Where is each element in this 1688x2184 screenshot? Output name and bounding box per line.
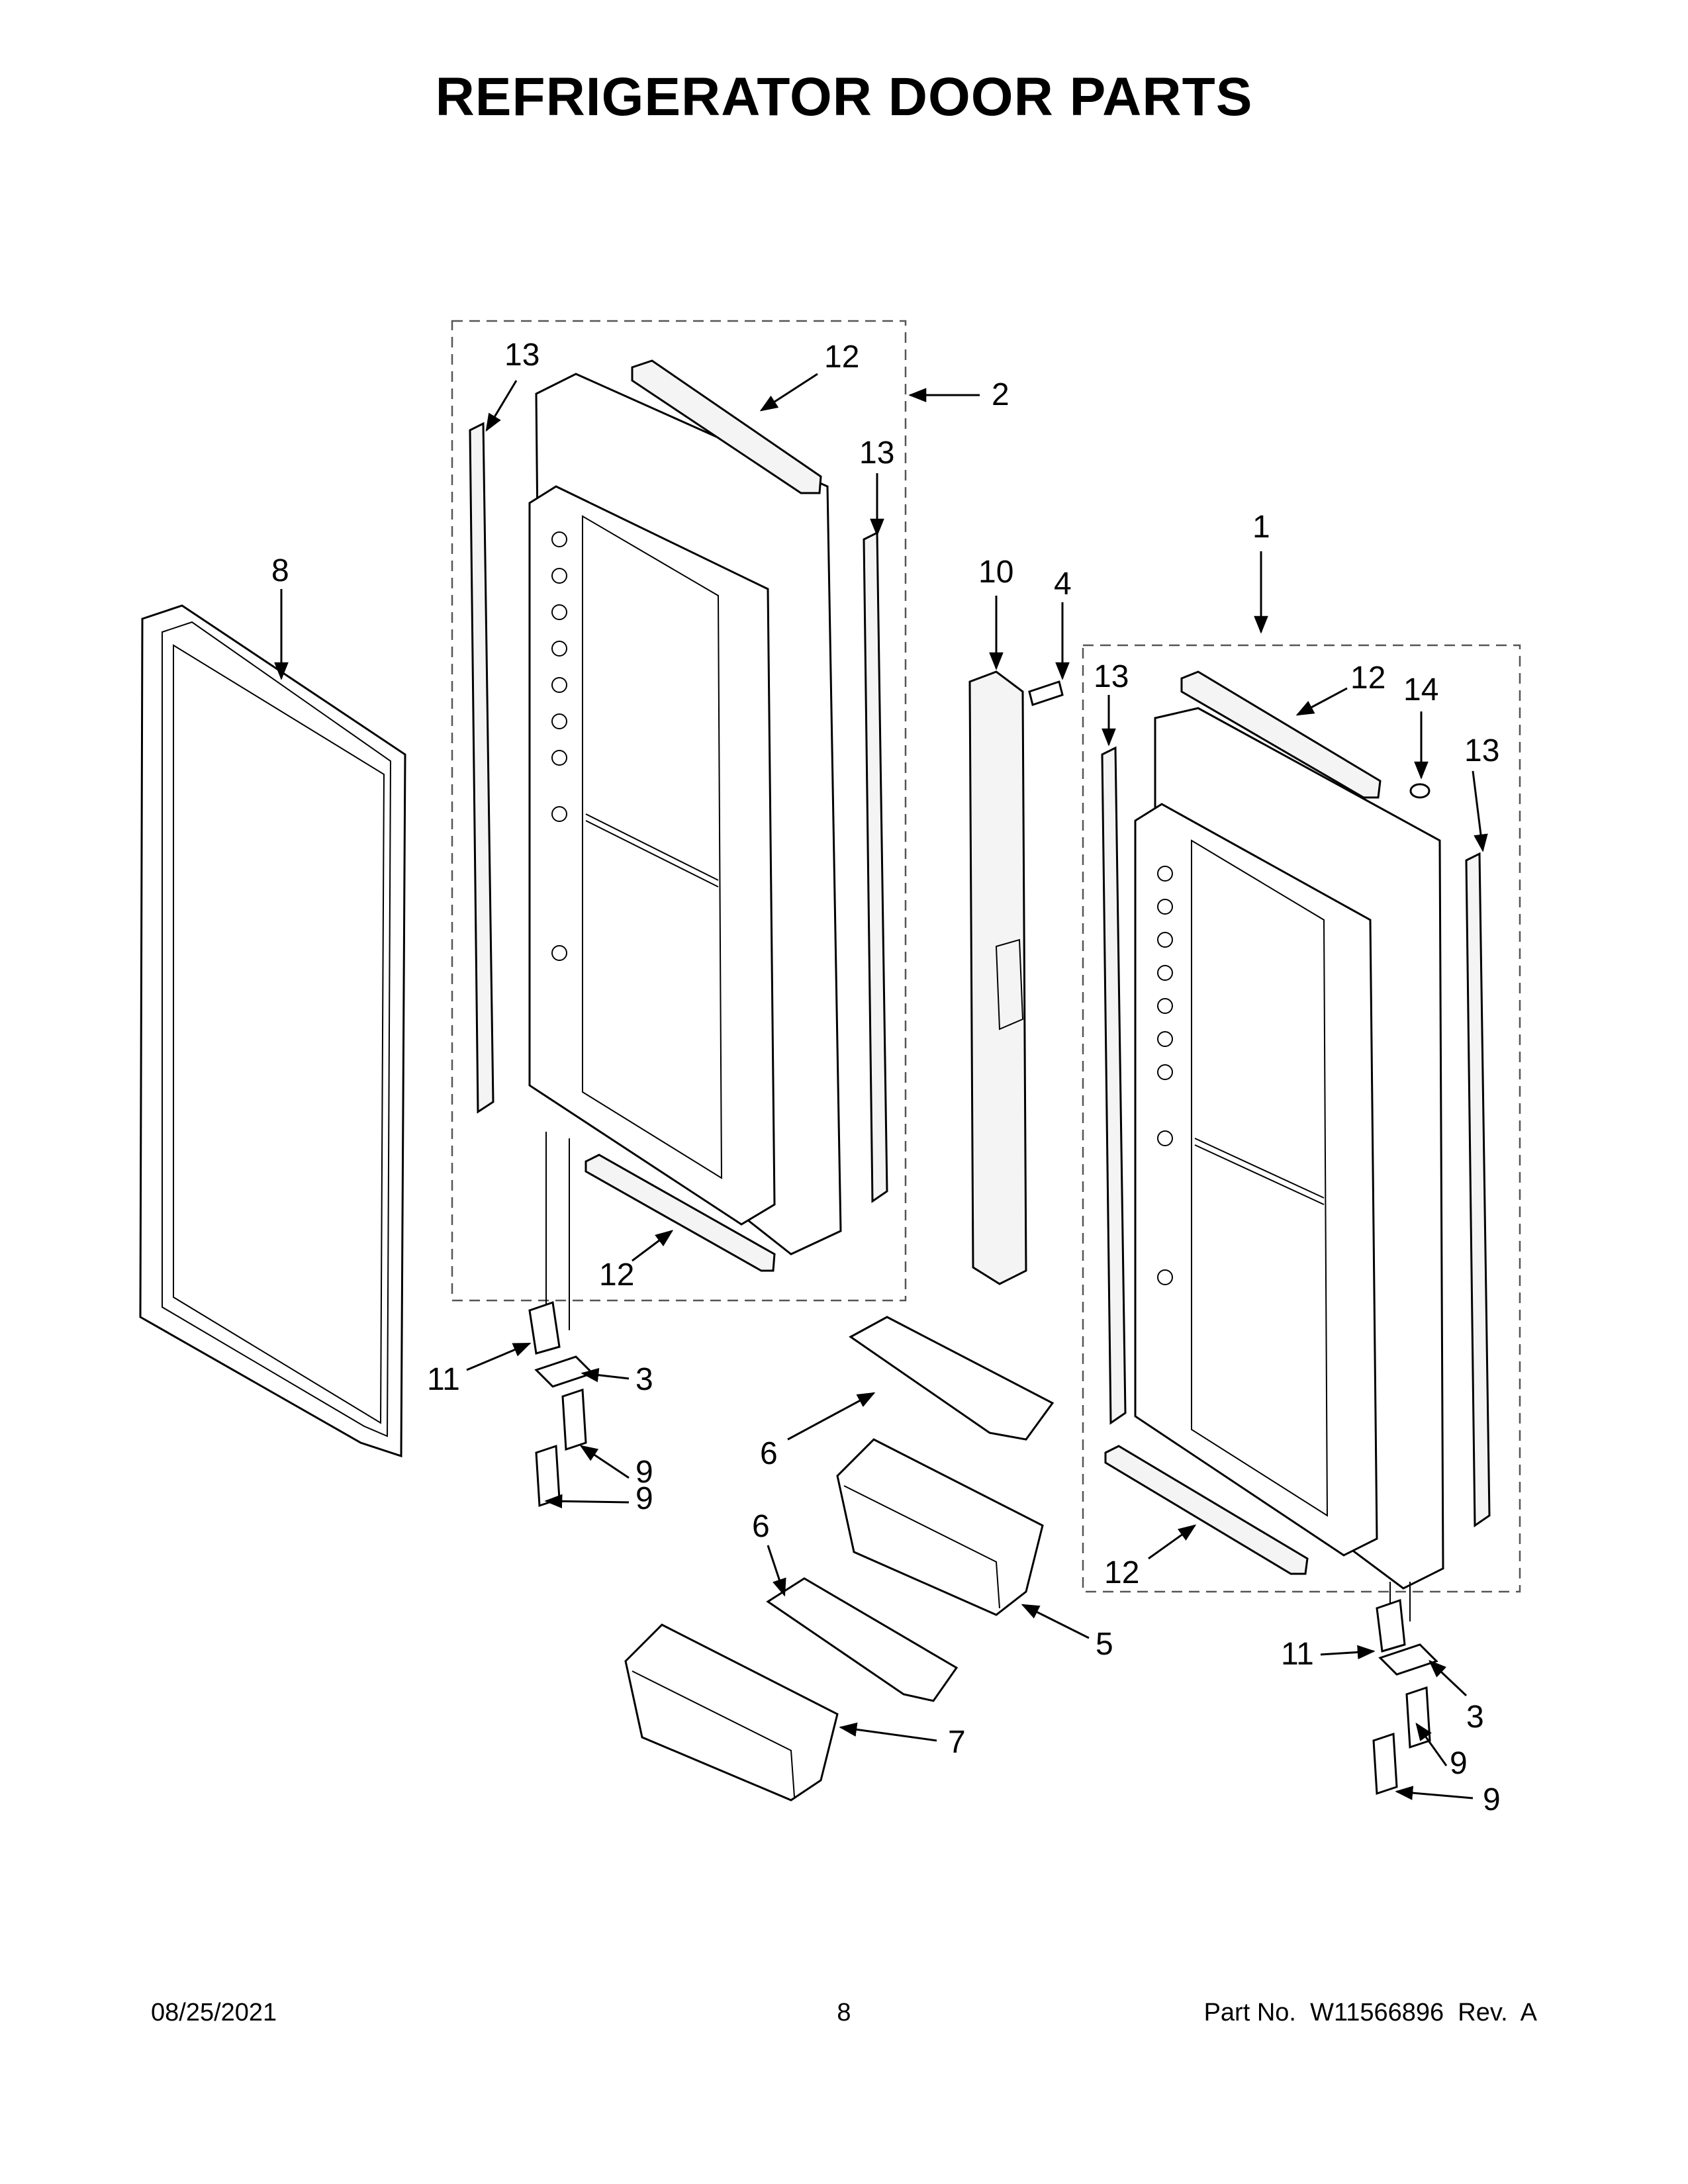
callout-13-left-outer: 13 xyxy=(504,338,539,373)
right-door-side-strip-right xyxy=(1465,852,1491,1527)
left-door-side-strip-left xyxy=(469,422,494,1114)
footer-date: 08/25/2021 xyxy=(151,1999,277,2026)
door-bin-part-5 xyxy=(836,1438,1044,1616)
left-hinge-pin-part-11 xyxy=(528,1300,561,1355)
callout-12-right-top: 12 xyxy=(1350,660,1385,696)
right-hinge-screw-lower-part-9 xyxy=(1372,1732,1398,1796)
callout-9-right-upper: 9 xyxy=(1450,1746,1468,1781)
right-hinge-pin-part-11 xyxy=(1376,1598,1406,1653)
callout-1: 1 xyxy=(1252,510,1270,545)
callout-14: 14 xyxy=(1403,672,1438,707)
callout-9-right-lower: 9 xyxy=(1483,1782,1501,1817)
right-door-assembly-box xyxy=(1082,644,1521,1593)
callout-6-lower: 6 xyxy=(752,1509,770,1544)
page-title: REFRIGERATOR DOOR PARTS xyxy=(435,67,1253,127)
footer-page-number: 8 xyxy=(837,1999,851,2026)
callout-12-right-bottom: 12 xyxy=(1104,1555,1139,1590)
door-shelf-upper-part-6 xyxy=(849,1316,1055,1441)
door-bin-part-7 xyxy=(624,1623,839,1801)
callout-13-right-inner: 13 xyxy=(1094,659,1129,694)
door-shelf-lower-part-6 xyxy=(766,1577,959,1702)
mullion-screw-part-4 xyxy=(1028,680,1064,706)
footer-part-number: Part No. W11566896 Rev. A xyxy=(1203,1999,1537,2026)
callout-12-left-bottom: 12 xyxy=(599,1257,634,1293)
left-door-liner xyxy=(528,373,842,1255)
callout-10: 10 xyxy=(978,555,1013,590)
left-door-side-strip-right xyxy=(863,531,888,1203)
left-door-assembly-box xyxy=(451,320,907,1302)
callout-9-left-upper: 9 xyxy=(635,1455,653,1490)
callout-11-right: 11 xyxy=(1281,1637,1314,1672)
door-gasket-part-8 xyxy=(139,604,406,1458)
door-plug-part-14 xyxy=(1409,783,1430,799)
callout-8: 8 xyxy=(271,553,289,588)
left-door-bottom-trim xyxy=(585,1154,776,1272)
callout-3-right: 3 xyxy=(1466,1700,1484,1735)
left-hinge-screw-lower-part-9 xyxy=(535,1444,561,1508)
left-door-top-trim xyxy=(631,359,822,494)
callout-9-left-lower: 9 xyxy=(635,1481,653,1516)
right-door-bottom-trim xyxy=(1104,1445,1309,1575)
right-door-side-strip-left xyxy=(1101,746,1127,1425)
callout-13-right-outer: 13 xyxy=(1464,733,1499,768)
callout-11-left: 11 xyxy=(427,1362,460,1397)
callout-12-left-top: 12 xyxy=(824,340,859,375)
right-door-liner xyxy=(1134,707,1444,1590)
right-door-top-trim xyxy=(1180,670,1382,799)
left-door-bin-clips xyxy=(551,531,567,961)
left-hinge-screw-upper-part-9 xyxy=(561,1388,587,1451)
callout-2: 2 xyxy=(992,377,1009,412)
mullion-hinge-bracket xyxy=(995,938,1024,1030)
callout-3-left: 3 xyxy=(635,1362,653,1397)
callout-4: 4 xyxy=(1054,567,1072,602)
right-door-bin-clips xyxy=(1157,866,1173,1285)
left-hinge-guide-line xyxy=(545,1132,570,1330)
callout-7: 7 xyxy=(948,1725,966,1760)
callout-leader-lines xyxy=(274,373,1488,1800)
callout-5: 5 xyxy=(1096,1627,1113,1662)
left-hinge-bushing-part-3 xyxy=(534,1355,594,1388)
callout-6-upper: 6 xyxy=(760,1436,778,1471)
callout-13-left-inner: 13 xyxy=(859,435,894,471)
